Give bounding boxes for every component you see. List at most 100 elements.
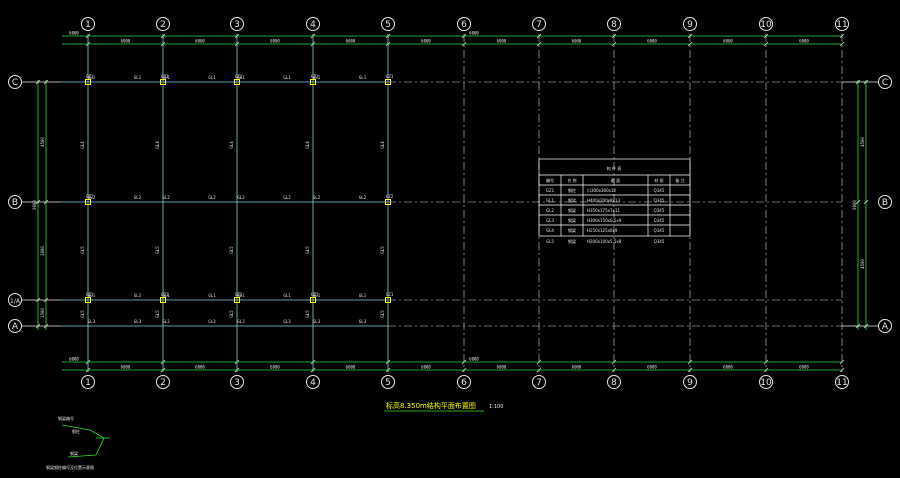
steel-column [234, 297, 240, 303]
steel-column [310, 297, 316, 303]
axis-bubble-2-bottom [156, 375, 170, 389]
steel-column [385, 199, 391, 205]
table-cell: H250x125x6x9 [587, 228, 618, 233]
dim-text-bottom-edge: 6000 [69, 357, 79, 362]
dim-text-top-bay: 6000 [195, 39, 205, 44]
beam-label-row_B: GL2 [162, 195, 170, 200]
beam-label-row_C: GL1 [88, 75, 96, 80]
dim-text-top-edge: 6000 [69, 31, 79, 36]
beam-label-col_lower: GL5 [305, 246, 310, 254]
beam-label-row_A: GL3 [162, 319, 170, 324]
column-label: GZ1 [311, 292, 319, 297]
axis-bubble-A-left [8, 319, 22, 333]
column-label: GZ1 [86, 74, 94, 79]
beam-label-row_B: GL2 [313, 195, 321, 200]
legend: 钢梁编号 钢柱 钢梁 钢梁钢柱编号及位置示意图 [46, 415, 110, 470]
axis-label-5-top: 5 [385, 20, 391, 30]
axis-bubble-10-top [759, 17, 773, 31]
table-cell: Q345 [654, 228, 665, 233]
axis-label-9-top: 9 [687, 20, 693, 30]
table-cell: 钢梁 [568, 238, 576, 244]
table-cell: 钢梁 [568, 197, 576, 203]
axis-bubble-9-bottom [683, 375, 697, 389]
dim-text-bottom-overall: 6000 [469, 357, 479, 362]
legend-caption: 钢梁钢柱编号及位置示意图 [46, 464, 94, 470]
beam-label-col_upper: GL4 [380, 141, 385, 149]
steel-column [310, 79, 316, 85]
dim-text-right-span: 4500 [860, 137, 865, 147]
axis-label-5-bottom: 5 [385, 378, 391, 388]
beam-label-row_C: GL1 [162, 75, 170, 80]
beam-label-row_C: GL1 [134, 75, 142, 80]
dim-text-top-bay: 6000 [346, 39, 356, 44]
beam-label-row_B: GL2 [88, 195, 96, 200]
axis-label-8-top: 8 [611, 20, 617, 30]
beam-label-col_lower: GL5 [155, 246, 160, 254]
table-cell: 钢梁 [568, 207, 576, 213]
axis-label-4-top: 4 [310, 20, 316, 30]
axis-bubble-1-A-left [8, 293, 22, 307]
beam-label-row_A: GL3 [134, 319, 142, 324]
axis-label-C-right: C [882, 78, 888, 88]
dim-text-top-bay: 6000 [799, 39, 809, 44]
axis-label-7-top: 7 [536, 20, 542, 30]
steel-column [385, 297, 391, 303]
axis-label-4-bottom: 4 [310, 378, 316, 388]
dim-text-top-bay: 6000 [572, 39, 582, 44]
axis-bubble-9-top [683, 17, 697, 31]
beam-label-col_lower: GL5 [305, 310, 310, 318]
axis-bubble-11-top [835, 17, 849, 31]
table-cell: Q345 [654, 208, 665, 213]
axis-bubble-3-bottom [230, 375, 244, 389]
axis-bubble-5-bottom [381, 375, 395, 389]
table-cell: H400x200x8x13 [587, 198, 620, 203]
axis-label-2-top: 2 [160, 20, 166, 30]
dim-tick [839, 41, 845, 47]
dim-tick [855, 199, 861, 205]
axis-label-A-right: A [882, 322, 889, 332]
axis-label-A-left: A [12, 322, 19, 332]
axis-label-8-bottom: 8 [611, 378, 617, 388]
dim-text-top-overall: 6000 [469, 31, 479, 36]
beam-label-row_C: GL1 [208, 75, 216, 80]
dim-text-bottom-bay: 6000 [121, 365, 131, 370]
beam-label-row_A: GL3 [359, 319, 367, 324]
beam-label-col_lower: GL5 [80, 246, 85, 254]
axis-bubble-3-top [230, 17, 244, 31]
axis-label-6-bottom: 6 [461, 378, 467, 388]
steel-column [234, 79, 240, 85]
axis-label-1-A-left: 1/A [10, 298, 21, 305]
axis-label-C-left: C [12, 78, 18, 88]
grid-lines [22, 34, 878, 372]
beam-label-row_B: GL2 [208, 195, 216, 200]
beam-label-col_upper: GL4 [80, 141, 85, 149]
table-cell: Q345 [654, 239, 665, 244]
dim-text-bottom-bay: 6000 [572, 365, 582, 370]
dim-text-bottom-bay: 6000 [647, 365, 657, 370]
beam-label-row_C: GL1 [237, 75, 245, 80]
table-cell: H350x175x7x11 [587, 208, 620, 213]
beam-label-col_upper: GL4 [229, 141, 234, 149]
dim-text-top-bay: 6000 [421, 39, 431, 44]
beam-label-col_lower: GL5 [155, 310, 160, 318]
legend-beam: 钢梁 [70, 450, 78, 456]
table-cell: Q345 [654, 198, 665, 203]
dim-text-top-bay: 6000 [497, 39, 507, 44]
column-label: GZ1 [161, 292, 169, 297]
beam-label-row_1A: GL1 [359, 293, 367, 298]
beam-label-col_upper: GL4 [305, 141, 310, 149]
dim-tick [687, 41, 693, 47]
axis-bubble-8-bottom [607, 375, 621, 389]
steel-column [160, 297, 166, 303]
axis-bubble-5-top [381, 17, 395, 31]
dim-text-bottom-bay: 6000 [497, 365, 507, 370]
dim-text-bottom-bay: 6000 [270, 365, 280, 370]
axis-bubble-1-bottom [81, 375, 95, 389]
beam-label-row_B: GL2 [237, 195, 245, 200]
table-cell: Q345 [654, 188, 665, 193]
dim-text-left-span: 3000 [40, 246, 45, 256]
